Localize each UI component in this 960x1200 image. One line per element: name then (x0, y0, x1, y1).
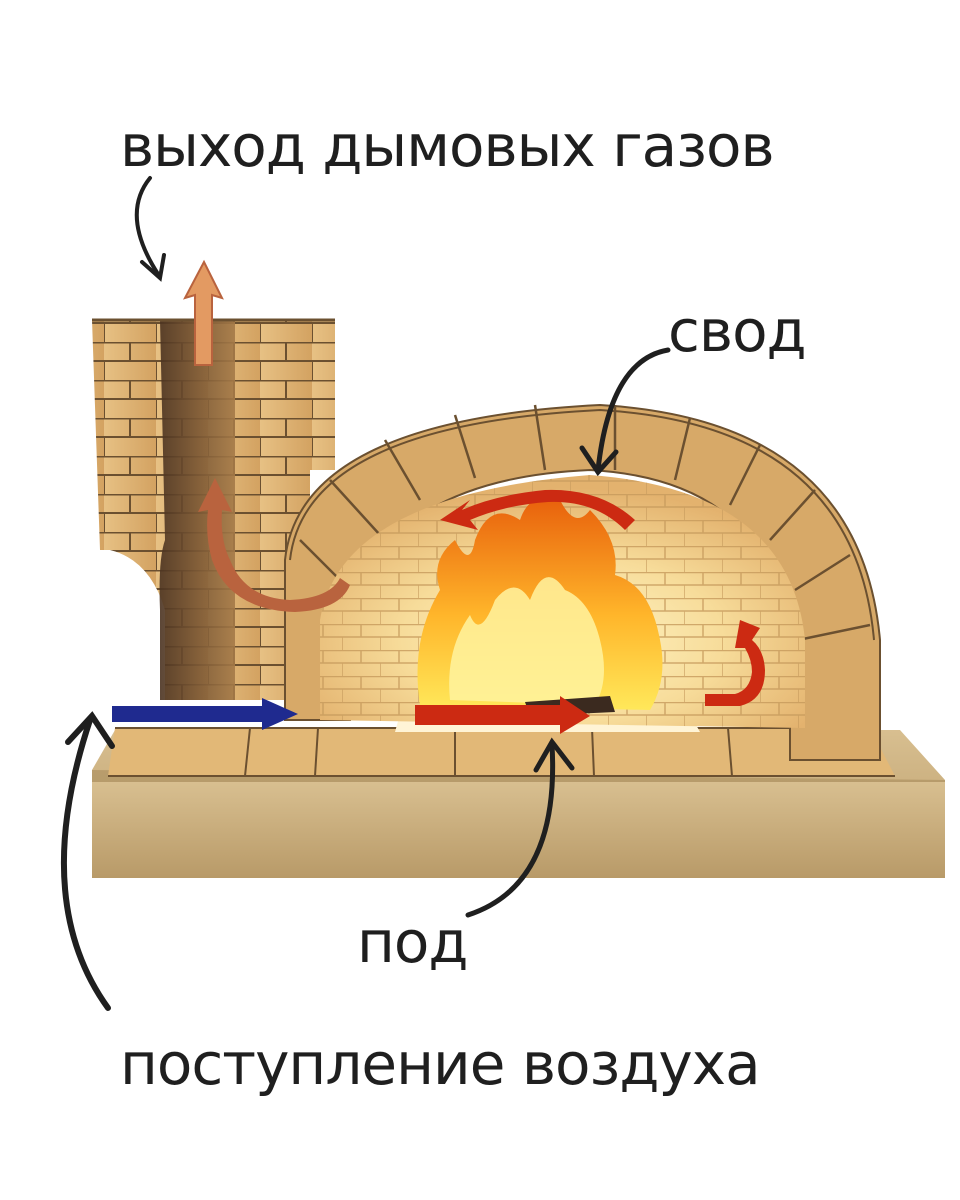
hearth-label: под (357, 908, 469, 976)
air-pointer-arrow (60, 711, 115, 1011)
flue-gas-flow (183, 259, 350, 612)
air-intake-flow (112, 698, 298, 730)
outer-vault (284, 403, 881, 761)
air-intake-label: поступление воздуха (120, 1030, 761, 1098)
vault-pointer-arrow (579, 347, 671, 477)
hearth-pointer-arrow (465, 737, 575, 918)
pointer-arrows (60, 176, 671, 1011)
flue-pointer-arrow (134, 176, 166, 282)
fire (417, 497, 663, 716)
hot-gas-flow (415, 489, 765, 734)
vault-label: свод (668, 297, 807, 365)
flue-gas-exit-label: выход дымовых газов (120, 112, 775, 180)
